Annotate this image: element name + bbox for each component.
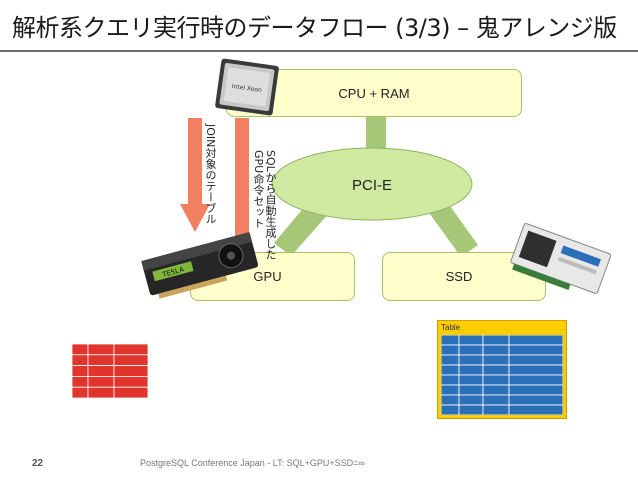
arrow-right-label-line2: GPU命令セット	[252, 150, 265, 229]
connector-cpu-bus	[366, 115, 386, 155]
ssd-table-cell	[508, 335, 563, 346]
ssd-table-cell	[458, 335, 484, 346]
ssd-card-icon	[510, 223, 612, 294]
pci-e-bus: PCI-E	[271, 147, 473, 221]
join-table-cell	[87, 386, 115, 399]
ssd-table-cell	[458, 394, 484, 406]
ssd-table-cell	[482, 374, 510, 386]
ssd-table-cell	[458, 404, 484, 415]
join-table-cell	[113, 354, 149, 367]
ssd-table: Table	[437, 320, 567, 419]
title-underline	[0, 50, 638, 52]
gpu-card-icon: TESLA	[141, 232, 259, 299]
ssd-table-cell	[482, 394, 510, 406]
ssd-table-cell	[508, 404, 563, 415]
ssd-table-cell	[482, 344, 510, 356]
join-table-cell	[87, 344, 115, 356]
gpu-label: GPU	[253, 269, 282, 284]
arrow-sql-to-gpu	[235, 118, 249, 258]
pci-e-label: PCI-E	[352, 177, 392, 194]
ssd-table-cell	[482, 384, 510, 396]
ssd-table-cell	[441, 335, 460, 346]
cpu-ram-label: CPU + RAM	[338, 85, 410, 101]
ssd-table-cell	[441, 404, 460, 415]
arrow-table-to-gpu	[180, 118, 210, 232]
ssd-table-cell	[458, 384, 484, 396]
ssd-table-cell	[441, 344, 460, 356]
ssd-table-cell	[441, 384, 460, 396]
ssd-table-cell	[482, 335, 510, 346]
ssd-table-header: Table	[441, 323, 461, 332]
ssd-table-cell	[508, 364, 563, 376]
ssd-table-cell	[508, 384, 563, 396]
join-table-cell	[113, 386, 149, 399]
arrow-right-label-line1: SQLから自動生成した	[264, 150, 277, 260]
ssd-table-cell	[441, 354, 460, 366]
join-table-cell	[87, 376, 115, 388]
join-table-cell	[113, 376, 149, 388]
join-table-icon	[72, 344, 149, 399]
ssd-table-cell	[458, 374, 484, 386]
cpu-chip-text: Intel Xeon	[231, 83, 262, 94]
join-table-cell	[72, 376, 89, 388]
join-table-cell	[87, 354, 115, 367]
ssd-table-cell	[458, 364, 484, 376]
footer-text: PostgreSQL Conference Japan - LT: SQL+GP…	[140, 458, 365, 468]
ssd-table-cell	[508, 344, 563, 356]
ssd-table-cell	[508, 374, 563, 386]
page-number: 22	[32, 458, 44, 469]
ssd-table-cell	[458, 354, 484, 366]
ssd-table-cell	[482, 354, 510, 366]
arrow-left-label: JOIN対象のテーブル	[204, 124, 217, 225]
join-table-cell	[113, 365, 149, 377]
ssd-table-cell	[508, 394, 563, 406]
ssd-table-grid	[441, 335, 563, 415]
ssd-label: SSD	[445, 269, 473, 284]
ssd-table-cell	[458, 344, 484, 356]
join-table-cell	[72, 354, 89, 367]
ssd-table-cell	[441, 374, 460, 386]
cpu-chip-icon: Intel Xeon	[215, 58, 279, 116]
join-table-cell	[87, 365, 115, 377]
ssd-table-cell	[441, 364, 460, 376]
ssd-table-cell	[441, 394, 460, 406]
ssd-table-cell	[482, 404, 510, 415]
ssd-table-cell	[482, 364, 510, 376]
join-table-cell	[72, 344, 89, 356]
ssd-table-cell	[508, 354, 563, 366]
join-table-cell	[113, 344, 149, 356]
slide-title: 解析系クエリ実行時のデータフロー (3/3) – 鬼アレンジ版	[12, 14, 617, 42]
join-table-cell	[72, 365, 89, 377]
join-table-cell	[72, 386, 89, 399]
